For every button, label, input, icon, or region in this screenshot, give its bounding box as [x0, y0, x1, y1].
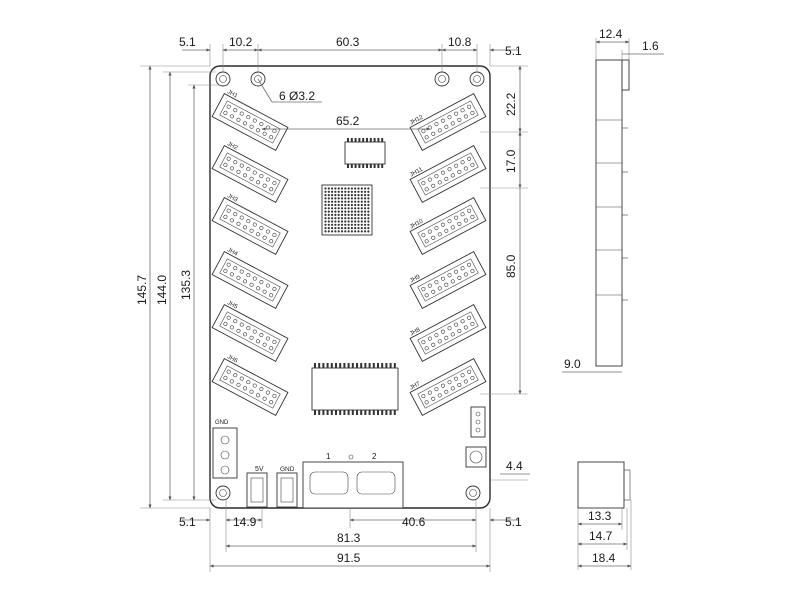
- dim-header-span: 65.2: [336, 114, 360, 128]
- large-ic-chip: [311, 363, 399, 415]
- header-label-left-4: JH4: [226, 247, 239, 258]
- mounting-hole-bottom-left: [215, 485, 231, 501]
- power-terminal-block: GND: [212, 420, 238, 479]
- bga-chip: [321, 184, 373, 236]
- dim-hole-height: 144.0: [155, 275, 169, 305]
- header-connector-left-5: JH5: [211, 300, 289, 362]
- header-label-left-5: JH5: [226, 300, 239, 311]
- dim-side-depth: 12.4: [599, 27, 623, 41]
- dim-bottom-hole-span: 81.3: [337, 531, 361, 545]
- dim-bottom-view-2: 14.7: [589, 529, 613, 543]
- dim-power-offset: 14.9: [233, 515, 257, 529]
- dim-bottom-view-1: 13.3: [588, 509, 612, 523]
- header-label-left-1: JH1: [226, 89, 239, 100]
- power-gnd-label: GND: [215, 420, 229, 426]
- header-connector-right-5: JH8: [409, 304, 487, 362]
- bottom-end-view: [577, 461, 632, 570]
- dim-top-right-offset: 10.8: [448, 35, 472, 49]
- header-connector-left-1: JH1: [211, 89, 289, 151]
- header-label-right-5: JH8: [409, 327, 422, 338]
- header-label-left-6: JH6: [226, 354, 239, 365]
- dim-top-left-margin: 5.1: [179, 35, 196, 49]
- mounting-hole-bottom-right: [465, 485, 481, 501]
- small-ic-chip: [344, 138, 386, 168]
- header-label-left-2: JH2: [226, 141, 239, 152]
- dim-bottom-left-margin: 5.1: [179, 515, 196, 529]
- dim-header-height: 85.0: [504, 254, 518, 278]
- mounting-hole-top-left: [215, 71, 231, 87]
- header-connector-right-2: JH11: [409, 145, 487, 203]
- dim-hole-callout: 6 Ø3.2: [279, 89, 315, 103]
- header-label-left-3: JH3: [226, 193, 239, 204]
- power-connector-gnd: GND: [276, 466, 298, 508]
- header-connector-left-4: JH4: [211, 247, 289, 309]
- mounting-hole-top-right: [469, 71, 485, 87]
- side-view: [562, 38, 664, 373]
- header-label-right-2: JH11: [409, 167, 424, 179]
- dimension-lines: [140, 44, 530, 572]
- dim-right-corner: 4.4: [506, 459, 523, 473]
- dim-right-top: 22.2: [504, 92, 518, 116]
- dim-overall-width: 91.5: [337, 551, 361, 565]
- header-label-right-4: JH9: [409, 274, 422, 285]
- mounting-hole-top-inner-right: [434, 71, 450, 87]
- label-5v: 5V: [255, 466, 264, 473]
- dim-top-hole-offset: 10.2: [229, 35, 253, 49]
- dimension-labels: 5.1 10.2 60.3 10.8 5.1 6 Ø3.2 65.2 22.2 …: [135, 27, 659, 565]
- power-connector-5v: 5V: [246, 466, 268, 508]
- dim-side-thickness: 1.6: [642, 39, 659, 53]
- header-label-right-6: JH7: [409, 381, 422, 392]
- header-connector-left-2: JH2: [211, 141, 289, 203]
- header-connector-left-6: JH6: [211, 354, 289, 416]
- dim-top-right-margin: 5.1: [505, 44, 522, 58]
- header-connector-right-6: JH7: [409, 358, 487, 416]
- reset-button-component: [465, 446, 487, 468]
- label-gnd: GND: [280, 466, 295, 473]
- db-pin-2-label: 2: [372, 452, 377, 461]
- dim-bottom-right-margin: 5.1: [505, 515, 522, 529]
- header-connector-left-3: JH3: [211, 193, 289, 255]
- dim-header-pitch: 17.0: [504, 149, 518, 173]
- dim-side-offset: 9.0: [564, 357, 581, 371]
- dim-top-hole-span: 60.3: [336, 35, 360, 49]
- dim-overall-height: 145.7: [135, 275, 149, 305]
- small-pin-header: [470, 406, 486, 438]
- db-connector-block: 1 2: [302, 452, 404, 509]
- dim-bottom-connector: 40.6: [402, 515, 426, 529]
- dim-hole-height-inner: 135.3: [179, 270, 193, 300]
- db-pin-1-label: 1: [326, 452, 331, 461]
- dim-bottom-view-3: 18.4: [592, 551, 616, 565]
- header-connector-right-4: JH9: [409, 251, 487, 309]
